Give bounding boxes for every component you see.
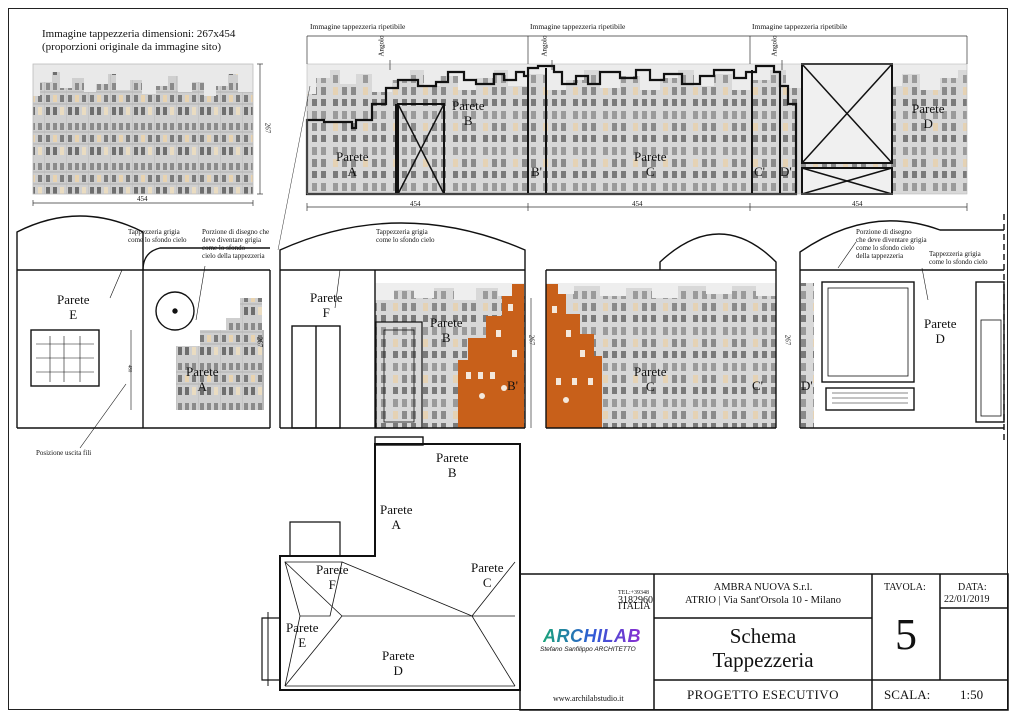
- architect-name: Stefano Sanfilippo ARCHITETTO: [540, 646, 636, 653]
- stamp-tel: TEL:+39348: [618, 590, 650, 596]
- image-dimensions-text: Immagine tappezzeria dimensioni: 267x454: [42, 28, 236, 40]
- strip-wall-d-prime: D': [780, 164, 792, 179]
- note-wires-position: Posizione uscita fili: [36, 449, 92, 457]
- angolo-label-1: Angolo: [377, 35, 386, 57]
- elevation-left-buildings: [176, 298, 262, 410]
- repeat-label-3: Immagine tappezzeria ripetibile: [752, 22, 848, 31]
- wallpaper-strip: [305, 63, 968, 196]
- archilab-logo: ARCHILAB: [543, 626, 641, 646]
- note-portion-right: Porzione di disegno che deve diventare g…: [856, 228, 927, 260]
- tavola-label: TAVOLA:: [884, 582, 926, 593]
- elev-wall-d-prime: D': [801, 378, 813, 393]
- strip-dim-2: 454: [632, 200, 643, 208]
- elev-left-dim-small: 480: [126, 364, 132, 373]
- angolo-label-2: Angolo: [540, 35, 549, 57]
- angolo-label-3: Angolo: [770, 35, 779, 57]
- reference-wallpaper-image: [32, 63, 254, 195]
- floor-plan: [261, 436, 521, 691]
- note-grey-sky-right: Tappezzeria grigia come lo sfondo cielo: [929, 250, 988, 266]
- elevation-center: [375, 283, 525, 428]
- strip-wall-c-prime: C': [754, 164, 766, 179]
- strip-wall-b-prime: B': [531, 164, 543, 179]
- elevation-right-center: [546, 283, 776, 428]
- scale-label: SCALA:: [884, 687, 931, 702]
- project-phase: PROGETTO ESECUTIVO: [686, 687, 840, 702]
- scale-value: 1:50: [960, 687, 984, 702]
- note-grey-sky-left: Tappezzeria grigia come lo sfondo cielo: [128, 228, 187, 244]
- note-grey-sky-center: Tappezzeria grigia come lo sfondo cielo: [376, 228, 435, 244]
- elev-wall-b-prime: B': [507, 378, 519, 393]
- elevation-left: [16, 215, 271, 429]
- repeat-label-1: Immagine tappezzeria ripetibile: [310, 22, 406, 31]
- date-value: 22/01/2019: [944, 594, 990, 605]
- reference-height-dim: 267: [263, 122, 272, 134]
- strip-dim-1: 454: [410, 200, 421, 208]
- tavola-value: 5: [895, 610, 917, 659]
- elev-right-dim: 267: [783, 334, 792, 346]
- repeat-label-2: Immagine tappezzeria ripetibile: [530, 22, 626, 31]
- elevation-right: [800, 283, 814, 428]
- note-portion-left: Porzione di disegno che deve diventare g…: [202, 228, 270, 260]
- title-block: [519, 573, 1009, 711]
- reference-width-dim: 454: [137, 195, 148, 203]
- website-link[interactable]: www.archilabstudio.it: [553, 694, 624, 703]
- elev-left-dim: 267: [255, 336, 264, 348]
- drawing-sheet: [8, 8, 1008, 710]
- strip-dim-3: 454: [852, 200, 863, 208]
- image-proportions-text: (proporzioni originale da immagine sito): [42, 41, 222, 53]
- elev-wall-c-prime: C': [752, 378, 764, 393]
- client-name: AMBRA NUOVA S.r.l.: [713, 582, 813, 593]
- stamp-number: 3182960: [618, 595, 653, 606]
- project-address: ATRIO | Via Sant'Orsola 10 - Milano: [685, 595, 841, 606]
- stamp-country: ITALIA: [618, 601, 651, 612]
- elev-center-dim: 267: [527, 334, 536, 346]
- date-label: DATA:: [958, 582, 987, 593]
